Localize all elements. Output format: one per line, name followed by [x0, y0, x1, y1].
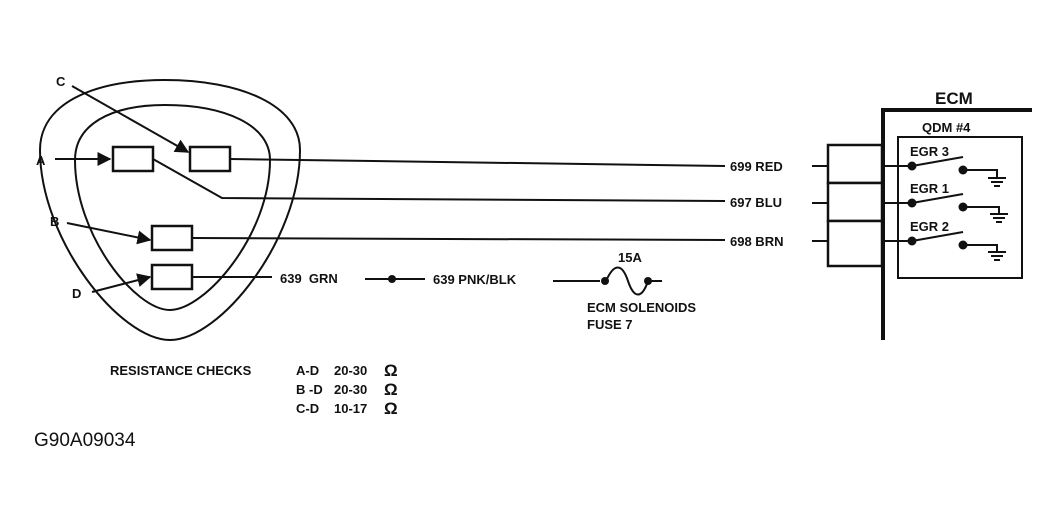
fuse-name-line1: ECM SOLENOIDS: [587, 300, 696, 315]
wire-label-699-red: 699 RED: [730, 159, 783, 174]
pin-d-arrow: [91, 273, 152, 293]
wire-label-698-brn: 698 BRN: [730, 234, 783, 249]
ecm-connector-cavity-1: [826, 143, 884, 185]
wire-699-red: [229, 158, 726, 167]
pin-c-arrow: [71, 85, 190, 153]
ecm-connector-cavity-3: [826, 219, 884, 268]
fuse-name-line2: FUSE 7: [587, 317, 633, 332]
switch-egr3: [882, 156, 1006, 187]
terminal-c: [188, 145, 232, 173]
switch-label-egr3: EGR 3: [910, 144, 949, 159]
switch-egr2: [882, 231, 1006, 261]
resistance-unit-2: Ω: [384, 380, 398, 399]
pin-label-d: D: [72, 286, 81, 301]
fuse-rating: 15A: [618, 250, 642, 265]
qdm-label: QDM #4: [922, 120, 971, 135]
qdm-box: [897, 136, 1023, 279]
pin-label-b: B: [50, 214, 59, 229]
ecm-connector-cavity-2: [826, 181, 884, 223]
resistance-heading: RESISTANCE CHECKS: [110, 363, 252, 378]
wire-label-639-pnk-blk: 639 PNK/BLK: [433, 272, 517, 287]
wire-698-brn: [191, 237, 726, 241]
switch-label-egr1: EGR 1: [910, 181, 949, 196]
resistance-unit-3: Ω: [384, 399, 398, 418]
resistance-pair-2: B -D: [296, 382, 323, 397]
fuse-symbol: [605, 266, 649, 296]
terminal-a: [111, 145, 155, 173]
resistance-pair-3: C-D: [296, 401, 319, 416]
switch-label-egr2: EGR 2: [910, 219, 949, 234]
terminal-b: [150, 224, 194, 252]
resistance-unit-1: Ω: [384, 361, 398, 380]
wire-label-697-blu: 697 BLU: [730, 195, 782, 210]
switch-egr1: [882, 193, 1008, 223]
pin-label-a: A: [36, 153, 46, 168]
resistance-range-2: 20-30: [334, 382, 367, 397]
resistance-pair-1: A-D: [296, 363, 319, 378]
wire-label-639-grn: 639 GRN: [280, 271, 338, 286]
connector-outer-outline: [38, 78, 302, 342]
figure-id: G90A09034: [34, 430, 136, 451]
wire-697-blu: [152, 158, 726, 202]
connector-inner-outline: [73, 103, 272, 312]
pin-label-c: C: [56, 74, 66, 89]
resistance-range-3: 10-17: [334, 401, 367, 416]
resistance-range-1: 20-30: [334, 363, 367, 378]
fuse-terminal-left: [601, 277, 609, 285]
splice-point: [388, 275, 396, 283]
pin-b-arrow: [66, 222, 152, 245]
ecm-title: ECM: [935, 89, 973, 108]
terminal-d: [150, 263, 194, 291]
